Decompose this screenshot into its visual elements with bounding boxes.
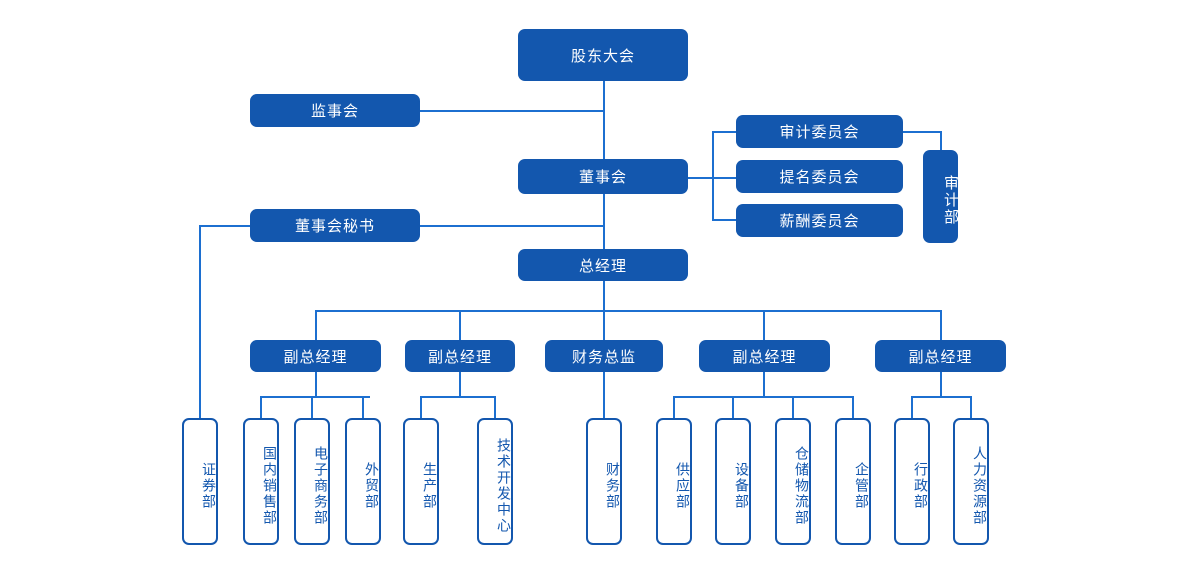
node-deputy-gm-4[interactable]: 副总经理 [875, 340, 1006, 372]
node-general-manager[interactable]: 总经理 [518, 249, 688, 281]
connector-deputy2-bus [420, 396, 496, 398]
connector-bus-to-deputy-gm-3 [763, 310, 765, 340]
connector-committee-bus [712, 131, 714, 221]
node-audit-department[interactable]: 审计部 [923, 150, 959, 243]
node-deputy-gm-2[interactable]: 副总经理 [405, 340, 515, 372]
connector-deputy2-to-tech-center [494, 396, 496, 419]
node-compensation-committee[interactable]: 薪酬委员会 [736, 204, 903, 237]
node-domestic-sales-department[interactable]: 国内销售部 [243, 418, 279, 545]
node-human-resources-department[interactable]: 人力资源部 [953, 418, 989, 545]
connector-deputy4-drop [940, 372, 942, 398]
connector-cfo-to-finance [603, 372, 605, 419]
connector-bus-to-audit-committee [712, 131, 738, 133]
connector-shareholders-to-board [603, 81, 605, 159]
node-supply-department[interactable]: 供应部 [656, 418, 692, 545]
node-foreign-trade-department[interactable]: 外贸部 [345, 418, 381, 545]
connector-deputy1-to-foreign-trade [362, 396, 364, 419]
connector-bus-to-compensation-committee [712, 219, 738, 221]
connector-manager-bus [315, 310, 942, 312]
connector-deputy3-drop [763, 372, 765, 398]
connector-secretary-left [200, 225, 252, 227]
connector-deputy1-bus [260, 396, 370, 398]
connector-audit-committee-to-audit-dept-h [903, 131, 942, 133]
node-administration-department[interactable]: 行政部 [894, 418, 930, 545]
node-ecommerce-department[interactable]: 电子商务部 [294, 418, 330, 545]
connector-secretary-to-securities [199, 225, 201, 419]
connector-bus-to-deputy-gm-4 [940, 310, 942, 340]
connector-deputy1-to-ecommerce [311, 396, 313, 419]
node-deputy-gm-1[interactable]: 副总经理 [250, 340, 381, 372]
connector-deputy2-drop [459, 372, 461, 398]
connector-bus-to-cfo [603, 310, 605, 340]
connector-bus-to-deputy-gm-1 [315, 310, 317, 340]
connector-bus-to-deputy-gm-2 [459, 310, 461, 340]
node-nomination-committee[interactable]: 提名委员会 [736, 160, 903, 193]
node-equipment-department[interactable]: 设备部 [715, 418, 751, 545]
connector-deputy1-to-domestic-sales [260, 396, 262, 419]
connector-board-to-gm [603, 194, 605, 249]
connector-deputy2-to-production [420, 396, 422, 419]
node-enterprise-management-department[interactable]: 企管部 [835, 418, 871, 545]
connector-gm-to-bus [603, 281, 605, 312]
connector-deputy4-to-administration [911, 396, 913, 419]
connector-secretary-to-spine [420, 225, 604, 227]
connector-deputy3-to-warehouse [792, 396, 794, 419]
node-deputy-gm-3[interactable]: 副总经理 [699, 340, 830, 372]
connector-supervisors-to-spine [420, 110, 604, 112]
connector-deputy4-bus [911, 396, 972, 398]
node-shareholders-meeting[interactable]: 股东大会 [518, 29, 688, 81]
node-cfo[interactable]: 财务总监 [545, 340, 663, 372]
node-production-department[interactable]: 生产部 [403, 418, 439, 545]
node-board-of-supervisors[interactable]: 监事会 [250, 94, 420, 127]
connector-deputy4-to-hr [970, 396, 972, 419]
node-board-of-directors[interactable]: 董事会 [518, 159, 688, 194]
node-finance-department[interactable]: 财务部 [586, 418, 622, 545]
connector-audit-committee-to-audit-dept-v [940, 131, 942, 151]
node-tech-development-center[interactable]: 技术开发中心 [477, 418, 513, 545]
connector-deputy3-bus [673, 396, 854, 398]
node-board-secretary[interactable]: 董事会秘书 [250, 209, 420, 242]
node-securities-department[interactable]: 证券部 [182, 418, 218, 545]
node-audit-committee[interactable]: 审计委员会 [736, 115, 903, 148]
connector-deputy1-drop [315, 372, 317, 398]
connector-deputy3-to-enterprise-mgmt [852, 396, 854, 419]
node-warehouse-logistics-department[interactable]: 仓储物流部 [775, 418, 811, 545]
connector-deputy3-to-equipment [732, 396, 734, 419]
connector-deputy3-to-supply [673, 396, 675, 419]
